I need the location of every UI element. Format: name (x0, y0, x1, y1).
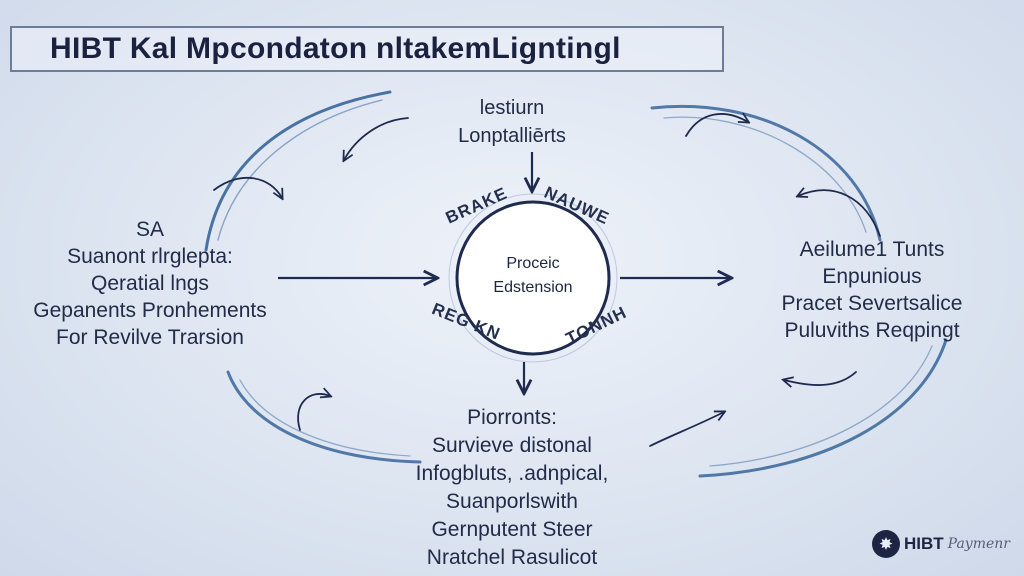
curved-arrow-bottom-left (297, 394, 330, 431)
center-circle (455, 200, 611, 356)
top-text-block: lestiurn Lonptalliērts (412, 94, 612, 150)
bottom-line: Nratchel Rasulicot (426, 546, 598, 569)
swoosh-bottom-right-inner (709, 345, 933, 467)
left-line: SA (135, 218, 164, 241)
bottom-line: Piorronts: (467, 406, 557, 429)
swoosh-bottom-left-inner (239, 379, 411, 457)
cycle-swooshes (204, 90, 948, 478)
center-line: Edstension (493, 279, 573, 296)
swoosh-top-left (204, 90, 392, 252)
swoosh-top-right-inner (663, 116, 867, 233)
brand-script: Paymenr (947, 536, 1010, 552)
brand-name: HIBT (904, 534, 944, 553)
right-line: Puluviths Reqpingt (784, 319, 960, 342)
left-line: For Revilve Trarsion (56, 326, 244, 349)
curved-arrow-bottom-right (784, 371, 857, 385)
top-line: Lonptalliērts (458, 125, 566, 147)
brand-emblem-icon: ✸ (872, 530, 900, 558)
swoosh-top-left-inner (217, 99, 383, 241)
center-label: Proceic Edstension (460, 252, 606, 300)
center-circle-halo (448, 193, 618, 363)
right-text-block: Aeilume1 Tunts Enpunious Pracet Severtsa… (720, 236, 1024, 344)
right-line: Aeilume1 Tunts (799, 238, 945, 261)
swoosh-bottom-right (698, 338, 948, 478)
bottom-line: Gernputent Steer (431, 518, 593, 541)
swoosh-top-right (650, 104, 882, 242)
curved-arrow-top-left (344, 117, 409, 160)
swoosh-bottom-left (226, 370, 422, 464)
bottom-line: Infogbluts, .adnpical, (415, 462, 609, 485)
left-line: Gepanents Pronhements (33, 299, 267, 322)
title-box: HIBT Kal Mpcondaton nltakemLigntingl (10, 26, 724, 72)
bottom-line: Survieve distonal (432, 434, 592, 457)
brand-logo: ✸ HIBT Paymenr (872, 530, 1010, 558)
curved-arrow-right (798, 190, 881, 237)
curved-arrows (213, 114, 881, 447)
top-line: lestiurn (479, 97, 545, 119)
curved-arrow-left (213, 176, 282, 198)
curved-arrow-top-right (685, 114, 748, 137)
right-line: Enpunious (822, 265, 922, 288)
bottom-text-block: Piorronts: Survieve distonal Infogbluts,… (382, 404, 642, 572)
bottom-line: Suanporlswith (446, 490, 578, 513)
page-title: HIBT Kal Mpcondaton nltakemLigntingl (50, 32, 621, 65)
left-line: Suanont rlrglepta: (67, 245, 233, 268)
left-text-block: SA Suanont rlrglepta: Qeratial lngs Gepa… (0, 216, 300, 351)
right-line: Pracet Severtsalice (781, 292, 963, 315)
center-line: Proceic (506, 255, 560, 272)
straight-arrows (278, 152, 730, 392)
curved-arrow-bottom (649, 412, 724, 447)
left-line: Qeratial lngs (91, 272, 209, 295)
